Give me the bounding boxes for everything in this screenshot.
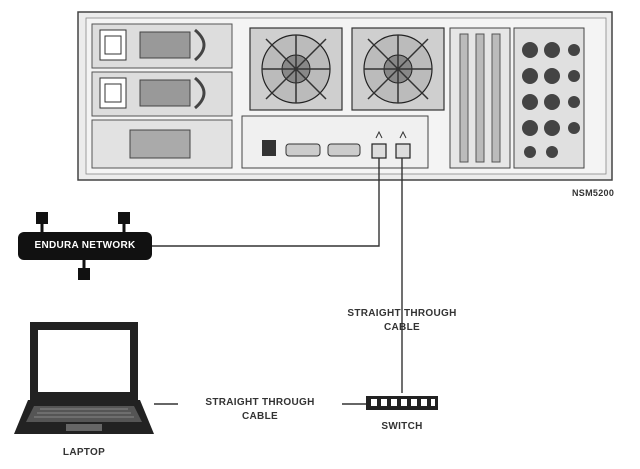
- fan-1: [249, 27, 343, 111]
- power-supply-2: [91, 71, 233, 117]
- power-supply-1: [91, 23, 233, 69]
- laptop-device: [14, 322, 154, 434]
- endura-network-label: ENDURA NETWORK: [34, 240, 136, 251]
- cable-laptop-label-line1: STRAIGHT THROUGH: [205, 397, 315, 408]
- pci-slots: [449, 27, 511, 169]
- io-panel: [241, 115, 429, 169]
- cable-server-to-network: [152, 158, 380, 247]
- switch-label: SWITCH: [381, 421, 423, 432]
- cable-laptop-label: STRAIGHT THROUGH CABLE: [178, 396, 342, 424]
- cables: [152, 158, 403, 405]
- cable-switch-label: STRAIGHT THROUGH CABLE: [322, 307, 482, 335]
- fan-2: [351, 27, 445, 111]
- nsm5200-server: [77, 11, 613, 181]
- power-supply-blank: [91, 119, 233, 169]
- server-label: NSM5200: [572, 188, 615, 198]
- switch-device: [366, 396, 438, 410]
- cable-switch-label-line1: STRAIGHT THROUGH: [347, 308, 457, 319]
- cable-switch-label-line2: CABLE: [384, 322, 420, 333]
- drive-connectors: [513, 27, 585, 169]
- endura-network-block: [18, 212, 152, 280]
- laptop-label: LAPTOP: [62, 447, 106, 458]
- cable-laptop-label-line2: CABLE: [242, 411, 278, 422]
